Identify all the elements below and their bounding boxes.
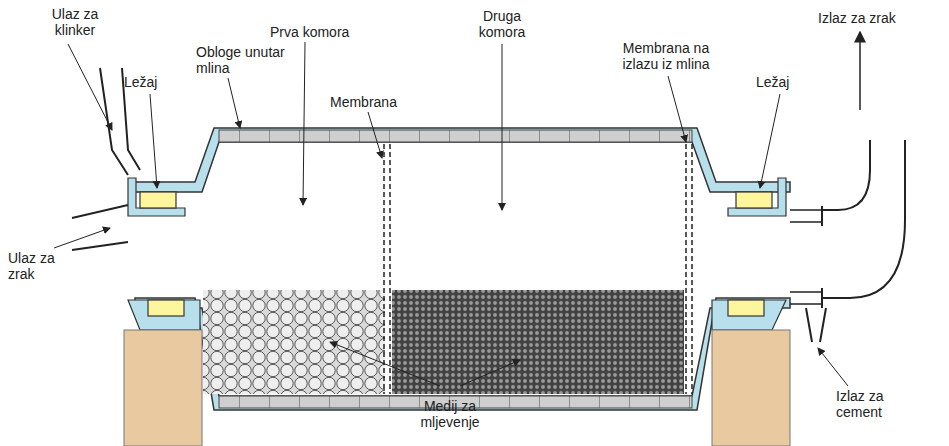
part-label: Ulaz za klinker [40,6,110,38]
part-label: Ulaz za zrak [8,250,68,282]
part-label: Membrana na izlazu iz mlina [610,40,722,72]
part-label: Membrana [330,94,420,110]
part-label: Medij za mljevenje [398,398,502,430]
part-label: Izlaz za cement [836,388,916,420]
part-label: Druga komora [466,8,538,40]
part-label: Izlaz za zrak [818,10,938,26]
part-label: Ležaj [756,74,816,90]
part-label: Obloge unutar mlina [196,44,286,76]
part-label: Prva komora [270,24,390,40]
part-label: Ležaj [124,74,184,90]
